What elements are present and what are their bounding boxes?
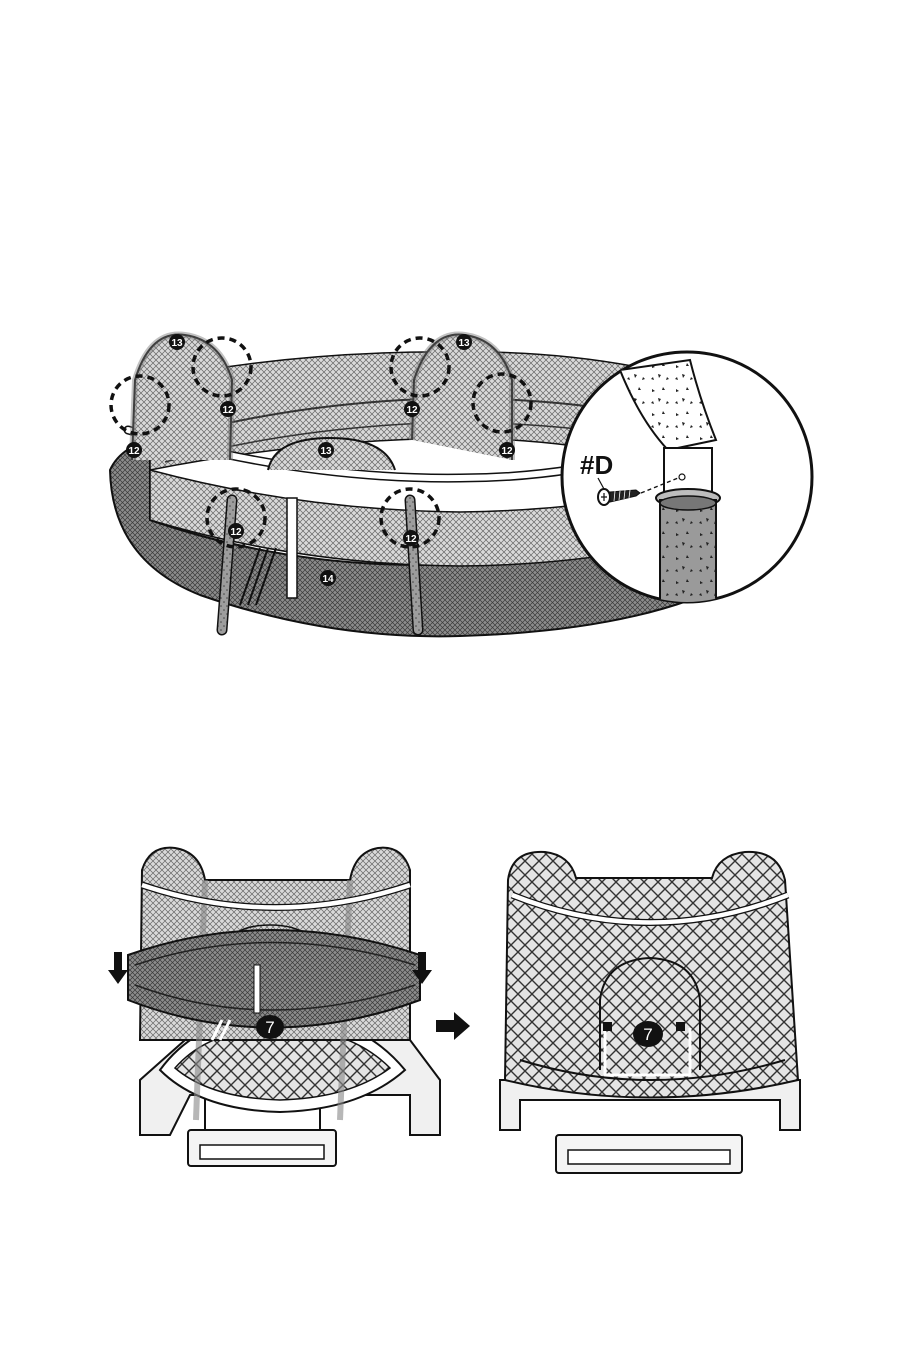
bunched-net — [128, 930, 420, 1028]
svg-text:13: 13 — [320, 446, 332, 457]
arrow-right-icon — [436, 1012, 470, 1040]
svg-text:12: 12 — [501, 446, 513, 457]
figure-2-right: 7 — [500, 852, 800, 1173]
callout-12: 12 — [499, 442, 515, 458]
callout-12: 12 — [228, 523, 244, 539]
callout-12: 12 — [220, 401, 236, 417]
callout-7: 7 — [633, 1021, 663, 1047]
svg-text:13: 13 — [458, 338, 470, 349]
door-zipper — [287, 498, 297, 598]
callout-13: 13 — [169, 334, 185, 350]
callout-13: 13 — [456, 334, 472, 350]
svg-text:14: 14 — [322, 574, 334, 585]
full-enclosure-net — [505, 852, 798, 1098]
svg-text:12: 12 — [230, 527, 242, 538]
callout-12: 12 — [126, 442, 142, 458]
svg-text:12: 12 — [405, 534, 417, 545]
callout-12: 12 — [404, 401, 420, 417]
screw-label: #D — [580, 450, 613, 480]
svg-text:13: 13 — [171, 338, 183, 349]
figure-2-left: 7 — [108, 848, 440, 1166]
callout-12: 12 — [403, 530, 419, 546]
svg-text:7: 7 — [643, 1025, 652, 1044]
callout-7: 7 — [256, 1015, 284, 1039]
svg-text:12: 12 — [222, 405, 234, 416]
arrow-down-icon — [108, 952, 128, 984]
svg-text:12: 12 — [128, 446, 140, 457]
callout-14: 14 — [320, 570, 336, 586]
callout-13: 13 — [318, 442, 334, 458]
svg-text:12: 12 — [406, 405, 418, 416]
svg-text:7: 7 — [265, 1018, 274, 1037]
